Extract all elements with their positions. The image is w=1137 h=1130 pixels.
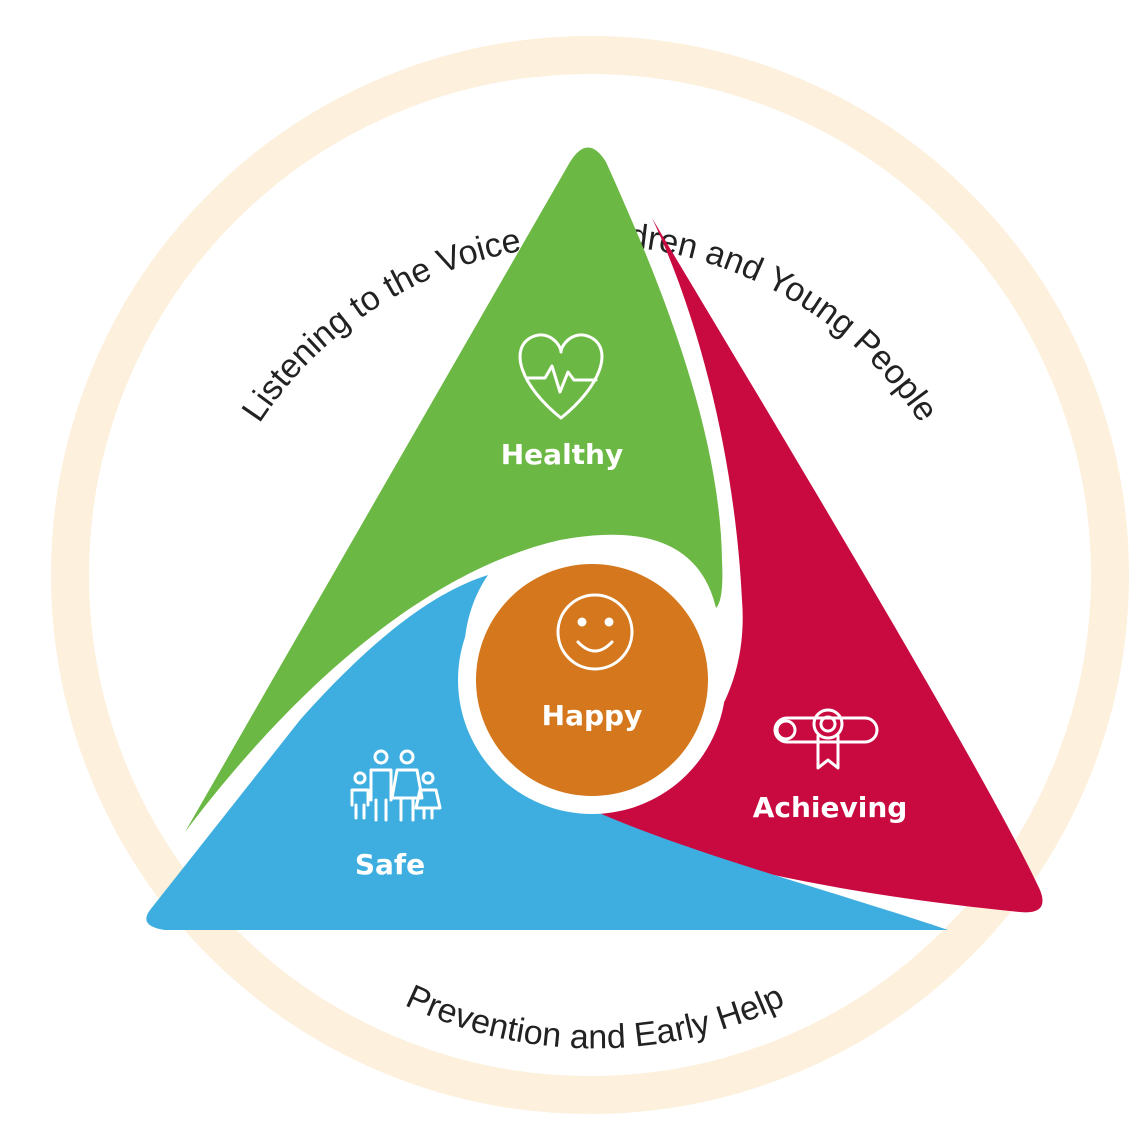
heart-pulse-icon	[518, 333, 604, 420]
outer-ring	[51, 36, 1129, 1114]
certificate-scroll-icon	[773, 708, 879, 770]
healthy-segment	[185, 147, 723, 832]
happy-label: Happy	[542, 699, 643, 732]
safe-segment	[146, 575, 949, 930]
safe-label: Safe	[355, 848, 425, 881]
achieving-label: Achieving	[753, 791, 908, 824]
family-icon	[350, 749, 442, 822]
achieving-segment	[578, 218, 1043, 913]
healthy-label: Healthy	[501, 438, 624, 471]
happy-circle	[476, 564, 708, 796]
ring-bottom-text: Prevention and Early Help	[401, 978, 790, 1057]
smiley-face-icon	[556, 593, 634, 671]
